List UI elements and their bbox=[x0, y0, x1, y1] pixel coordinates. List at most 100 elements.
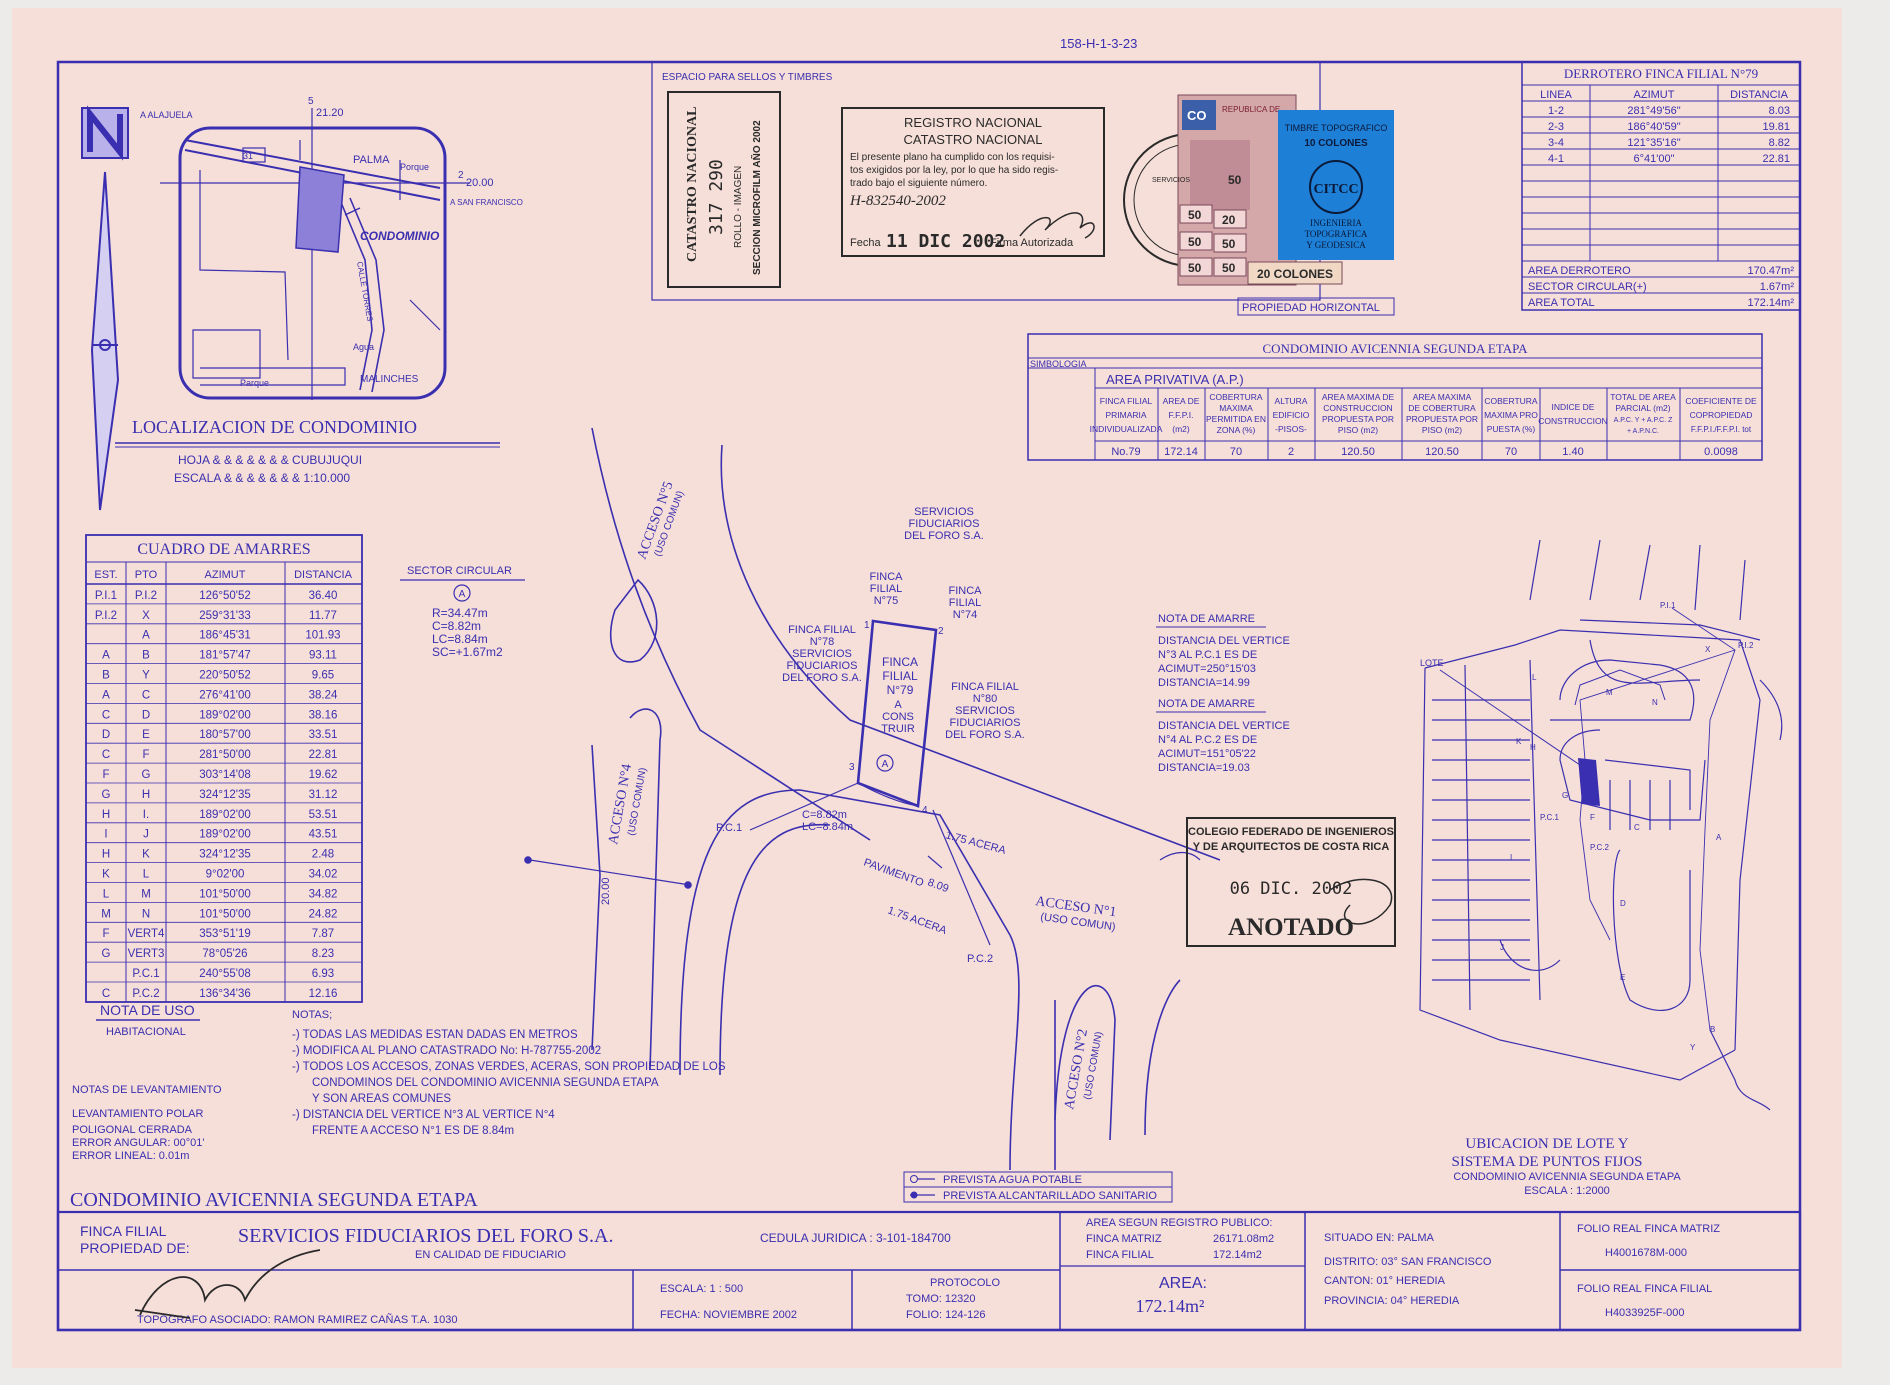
tb-folio-matriz-label: FOLIO REAL FINCA MATRIZ bbox=[1577, 1223, 1720, 1235]
title-block bbox=[56, 1210, 1802, 1332]
location-escala: ESCALA & & & & & & & 1:10.000 bbox=[174, 471, 350, 485]
amarres-cell: 24.82 bbox=[309, 908, 338, 920]
derrotero-row: 1-2 281°49'56" 8.03 bbox=[1548, 105, 1790, 117]
map-label-condominio: CONDOMINIO bbox=[360, 229, 440, 243]
stamps-area-title: ESPACIO PARA SELLOS Y TIMBRES bbox=[662, 72, 833, 83]
amarres-cell: 240°55'08 bbox=[199, 968, 251, 980]
derrotero-cell: 2-3 bbox=[1548, 121, 1564, 133]
catastro-line1: CATASTRO NACIONAL bbox=[685, 107, 700, 262]
map-label-parque: Parque bbox=[240, 378, 269, 388]
lot79-text: A bbox=[894, 699, 902, 711]
amarres-cell: 78°05'26 bbox=[202, 948, 247, 960]
derrotero-cell: 4-1 bbox=[1548, 153, 1564, 165]
amarres-cell: F bbox=[102, 928, 109, 940]
derrotero-cell: 22.81 bbox=[1762, 153, 1790, 165]
lot79-text: CONS bbox=[882, 711, 914, 723]
colegio-line1: COLEGIO FEDERADO DE INGENIEROS bbox=[1188, 826, 1394, 838]
condo-header: PUESTA (%) bbox=[1487, 424, 1536, 434]
amarres-cell: 7.87 bbox=[312, 928, 334, 940]
tb-folio-matriz: H4001678M-000 bbox=[1605, 1247, 1687, 1259]
notas-item: -) DISTANCIA DEL VERTICE N°3 AL VERTICE … bbox=[292, 1109, 555, 1121]
tb-ff-val: 172.14m2 bbox=[1213, 1249, 1262, 1261]
ubicacion-d: D bbox=[1620, 899, 1626, 908]
amarres-cell: L bbox=[103, 888, 110, 900]
amarres-cell: M bbox=[101, 908, 111, 920]
plan-ff78: FINCA FILIAL bbox=[788, 624, 856, 636]
registro-fecha-label: Fecha bbox=[850, 237, 881, 249]
amarres-cell: E bbox=[142, 729, 150, 741]
amarres-cell: 136°34'36 bbox=[199, 988, 251, 1000]
condo-header: AREA DE bbox=[1163, 396, 1200, 406]
plan-ff75: FILIAL bbox=[870, 583, 902, 595]
condo-header: FINCA FILIAL bbox=[1100, 396, 1153, 406]
derrotero-table bbox=[1521, 61, 1801, 311]
nota-amarre2-line: DISTANCIA DEL VERTICE bbox=[1158, 720, 1290, 732]
amarres-cell: 12.16 bbox=[309, 988, 338, 1000]
plan-number: 158-H-1-3-23 bbox=[1060, 36, 1137, 51]
amarres-cell: VERT4 bbox=[128, 928, 165, 940]
plan-ff80: FIDUCIARIOS bbox=[950, 717, 1021, 729]
amarres-header: AZIMUT bbox=[205, 569, 246, 581]
notas-list: -) TODAS LAS MEDIDAS ESTAN DADAS EN METR… bbox=[292, 1029, 726, 1137]
condo-header: CONSTRUCCION bbox=[1323, 403, 1392, 413]
amarres-cell: 53.51 bbox=[309, 809, 338, 821]
amarres-cell: A bbox=[102, 650, 110, 662]
derrotero-summary-label: AREA TOTAL bbox=[1528, 297, 1595, 309]
stamp-n6: 50 bbox=[1222, 261, 1236, 275]
condo-table bbox=[1027, 333, 1763, 461]
tb-tomo: TOMO: 12320 bbox=[906, 1293, 976, 1305]
derrotero-header-distancia: DISTANCIA bbox=[1730, 89, 1789, 101]
amarres-cell: X bbox=[142, 610, 150, 622]
nota-amarre1-line: DISTANCIA DEL VERTICE bbox=[1158, 635, 1290, 647]
amarres-cell: 259°31'33 bbox=[199, 610, 251, 622]
condo-header: F.F.P.I./F.F.P.I. tot bbox=[1691, 425, 1752, 434]
stamp-n5: 50 bbox=[1188, 261, 1202, 275]
ubicacion-title2: SISTEMA DE PUNTOS FIJOS bbox=[1451, 1154, 1642, 1170]
amarres-cell: 101.93 bbox=[305, 630, 340, 642]
amarres-cell: 101°50'00 bbox=[199, 888, 251, 900]
condo-header: (m2) bbox=[1172, 424, 1190, 434]
condo-cell: 120.50 bbox=[1341, 446, 1375, 458]
amarres-cell: B bbox=[102, 670, 110, 682]
ubicacion-escala: ESCALA : 1:2000 bbox=[1524, 1185, 1610, 1197]
ubicacion-k: K bbox=[1516, 737, 1522, 746]
ubicacion-lote-leader bbox=[1439, 669, 1581, 766]
topografo-signature-icon bbox=[134, 1249, 321, 1319]
catastro-stamp: CATASTRO NACIONAL 317 290 ROLLO - IMAGEN… bbox=[667, 91, 781, 288]
propiedad-horizontal: PROPIEDAD HORIZONTAL bbox=[1242, 302, 1380, 314]
ubicacion-f: F bbox=[1590, 813, 1595, 822]
tb-cedula: CEDULA JURIDICA : 3-101-184700 bbox=[760, 1231, 951, 1245]
ubicacion-e: E bbox=[1620, 973, 1625, 982]
condo-table-title: CONDOMINIO AVICENNIA SEGUNDA ETAPA bbox=[1262, 341, 1528, 356]
condo-header: INDICE DE bbox=[1552, 402, 1595, 412]
plan-ff80: N°80 bbox=[973, 693, 998, 705]
map-label-palma: PALMA bbox=[353, 154, 390, 166]
amarres-cell: A bbox=[102, 689, 110, 701]
condo-header: -PISOS- bbox=[1275, 424, 1307, 434]
revenue-stamps: CO REPUBLICA DE SERVICIOS 50 20 50 50 50… bbox=[1152, 94, 1394, 286]
plan-ff74: FINCA bbox=[949, 585, 983, 597]
colegio-signature-icon bbox=[1329, 878, 1393, 925]
amarres-cell: 33.51 bbox=[309, 729, 338, 741]
amarres-header: EST. bbox=[94, 569, 117, 581]
tb-folio-filial: H4033925F-000 bbox=[1605, 1307, 1685, 1319]
tb-canton: CANTON: 01° HEREDIA bbox=[1324, 1275, 1446, 1287]
ubicacion-title1: UBICACION DE LOTE Y bbox=[1465, 1136, 1628, 1152]
condo-header: A.P.C. Y + A.P.C. Z bbox=[1614, 417, 1674, 424]
nota-uso-title: NOTA DE USO bbox=[100, 1002, 195, 1018]
tb-fm-val: 26171.08m2 bbox=[1213, 1233, 1274, 1245]
condo-header: PERMITIDA EN bbox=[1206, 414, 1266, 424]
amarres-cell: I. bbox=[143, 809, 149, 821]
amarres-cell: 126°50'52 bbox=[199, 590, 251, 602]
notas-item: CONDOMINOS DEL CONDOMINIO AVICENNIA SEGU… bbox=[312, 1077, 659, 1089]
amarres-cell: 93.11 bbox=[309, 650, 337, 662]
amarres-cell: P.I.2 bbox=[95, 610, 117, 622]
plan-ff78: FIDUCIARIOS bbox=[787, 660, 858, 672]
